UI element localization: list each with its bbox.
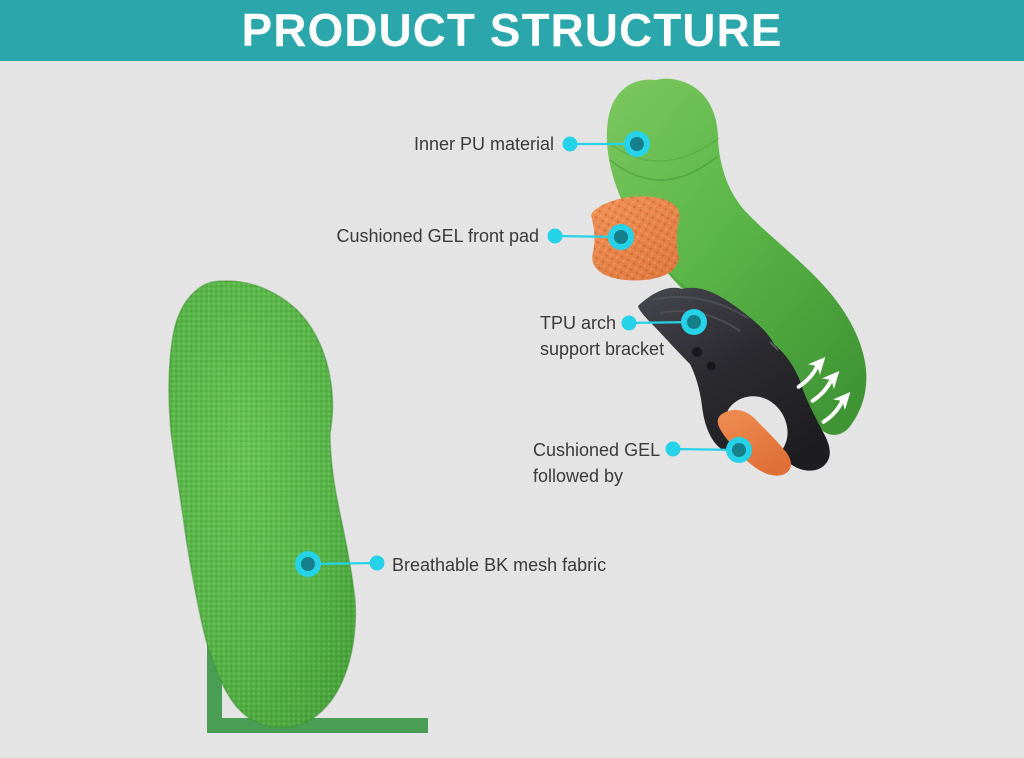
callout-mesh	[295, 551, 385, 577]
callout-inner-pu	[562, 131, 650, 157]
callout-dot	[665, 441, 681, 457]
callout-tpu	[621, 309, 707, 335]
callout-label-text: Inner PU material	[413, 134, 554, 154]
callout-label-breathable-bk-mesh-fabric: Breathable BK mesh fabric	[392, 552, 606, 578]
callout-label-text: Cushioned GEL front pad	[336, 226, 539, 246]
front-gel-pad-shape	[591, 196, 680, 281]
callout-dot	[369, 555, 385, 571]
callout-label-cushioned-gel-front-pad: Cushioned GEL front pad	[321, 223, 539, 249]
callout-label-text: support bracket	[540, 339, 665, 359]
title-banner: PRODUCT STRUCTURE	[0, 0, 1024, 61]
callout-label-tpu-arch-support-bracket: TPU arch support bracket	[540, 310, 664, 362]
callout-label-text: followed by	[533, 466, 624, 486]
page-title: PRODUCT STRUCTURE	[241, 4, 783, 56]
main-insole-illustration	[168, 280, 357, 729]
callout-dot	[547, 228, 563, 244]
callout-dot	[562, 136, 578, 152]
callout-gel-heel	[665, 437, 752, 463]
callout-label-text: Cushioned GEL	[533, 440, 661, 460]
callout-gel-front	[547, 224, 634, 250]
callout-label-inner-pu-material: Inner PU material	[336, 131, 554, 157]
callout-dot	[621, 315, 637, 331]
heel-gel-pad-shape	[717, 409, 791, 476]
callout-label-text: Breathable BK mesh fabric	[392, 555, 607, 575]
callout-label-text: TPU arch	[540, 313, 617, 333]
callout-label-cushioned-gel-heel: Cushioned GEL followed by	[533, 437, 660, 489]
